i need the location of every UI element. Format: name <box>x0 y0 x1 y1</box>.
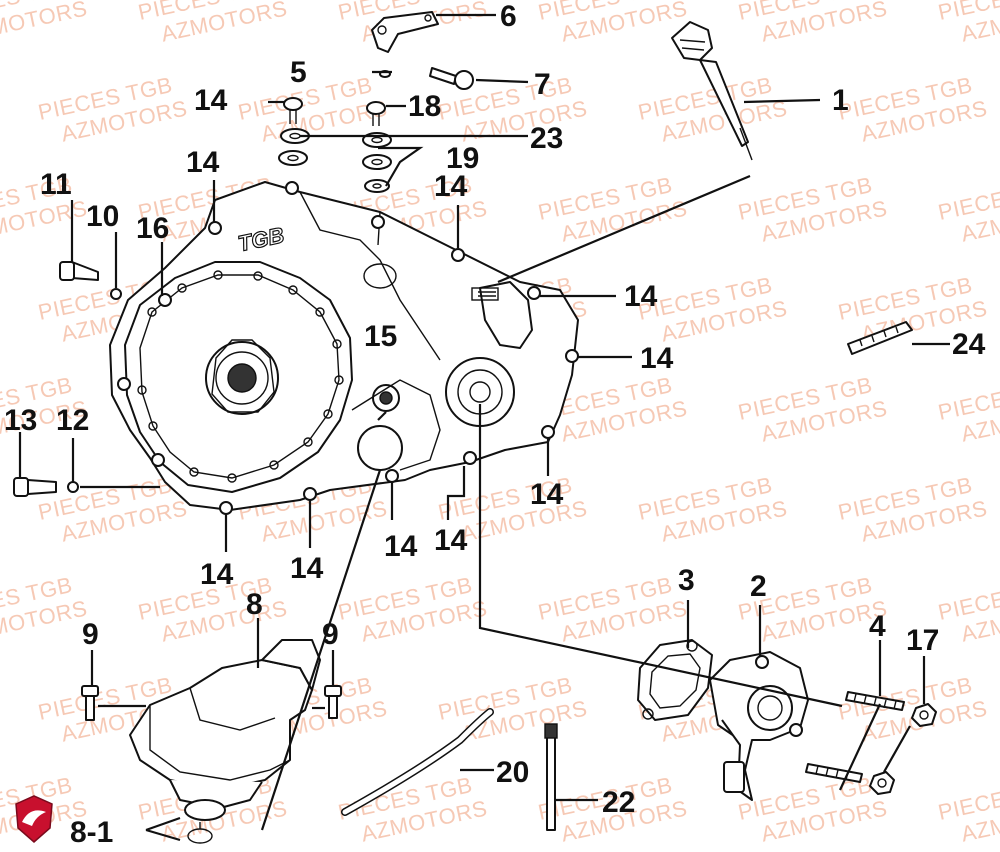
crankcase-cover: TGB <box>109 181 579 515</box>
leader-lines <box>18 13 950 842</box>
callout-17: 17 <box>906 624 939 657</box>
pump-bolt-left <box>81 685 99 721</box>
callout-10: 10 <box>86 200 119 233</box>
thermostat-housing <box>709 651 809 801</box>
stud-bolts-4 <box>805 691 905 783</box>
left-bolt-13 <box>13 477 57 497</box>
callout-23: 23 <box>530 122 563 155</box>
callout-numbers: 1 2 3 4 5 6 7 8 8-1 9 9 10 11 12 13 14 1… <box>4 0 986 849</box>
callout-14-right-a: 14 <box>624 280 658 313</box>
callout-15: 15 <box>364 320 397 353</box>
flange-bolt-holes <box>137 270 344 483</box>
callout-9-right: 9 <box>322 618 339 651</box>
callout-14-upper: 14 <box>186 146 220 179</box>
callout-14-right-b: 14 <box>640 342 674 375</box>
callout-12: 12 <box>56 404 89 437</box>
bracket-part <box>371 11 439 53</box>
callout-13: 13 <box>4 404 37 437</box>
callout-7: 7 <box>534 68 551 101</box>
callout-3: 3 <box>678 564 695 597</box>
left-bolt-11 <box>59 261 99 281</box>
pin-24 <box>847 321 913 355</box>
callout-4: 4 <box>869 610 886 643</box>
callout-20: 20 <box>496 756 529 789</box>
callout-22: 22 <box>602 786 635 819</box>
callout-14-bottom-c: 14 <box>290 552 324 585</box>
callout-9-left: 9 <box>82 618 99 651</box>
azmotors-badge-logo <box>15 795 53 843</box>
callout-14-bottom-a: 14 <box>434 524 468 557</box>
callout-1: 1 <box>832 84 849 117</box>
callout-16: 16 <box>136 212 169 245</box>
callout-14-top-mid: 14 <box>434 170 468 203</box>
oil-level-gauge <box>671 21 753 161</box>
cable-tie-22 <box>544 723 558 831</box>
callout-14-right-c: 14 <box>530 478 564 511</box>
nuts-17 <box>869 703 937 795</box>
callout-6: 6 <box>500 0 517 33</box>
cover-bolt-bosses <box>117 181 579 515</box>
washer-12 <box>67 481 79 493</box>
callout-11: 11 <box>40 168 72 201</box>
thermostat-gasket <box>637 639 713 721</box>
callout-5: 5 <box>290 56 307 89</box>
water-pump <box>129 639 321 844</box>
callout-14-bottom-d: 14 <box>200 558 234 591</box>
callout-24: 24 <box>952 328 986 361</box>
callout-8: 8 <box>246 588 263 621</box>
washer-10 <box>110 288 122 300</box>
callout-2: 2 <box>750 570 767 603</box>
callout-14-top-left: 14 <box>194 84 228 117</box>
pump-bolt-right <box>324 685 342 719</box>
callout-8-1: 8-1 <box>70 816 113 849</box>
callout-18: 18 <box>408 90 441 123</box>
callout-19: 19 <box>446 142 479 175</box>
bracket-bolt <box>429 67 474 90</box>
callout-14-bottom-b: 14 <box>384 530 418 563</box>
